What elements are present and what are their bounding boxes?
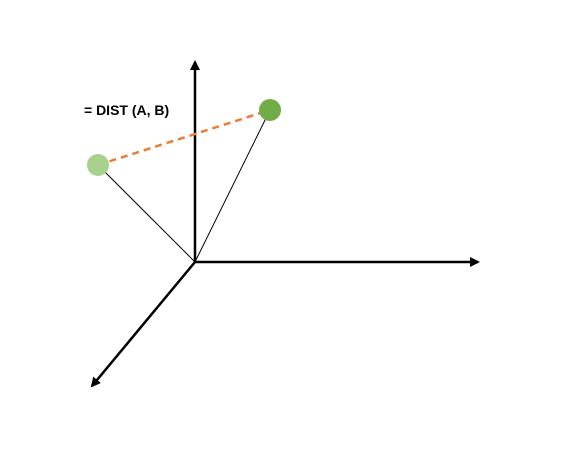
distance-formula-label: = DIST (A, B) — [84, 102, 169, 118]
z-axis — [90, 261, 196, 388]
distance-line — [97, 108, 271, 167]
point-a — [87, 154, 109, 176]
vector-to-point-b — [194, 109, 271, 263]
point-b — [259, 99, 281, 121]
vector-to-point-a — [97, 164, 196, 263]
